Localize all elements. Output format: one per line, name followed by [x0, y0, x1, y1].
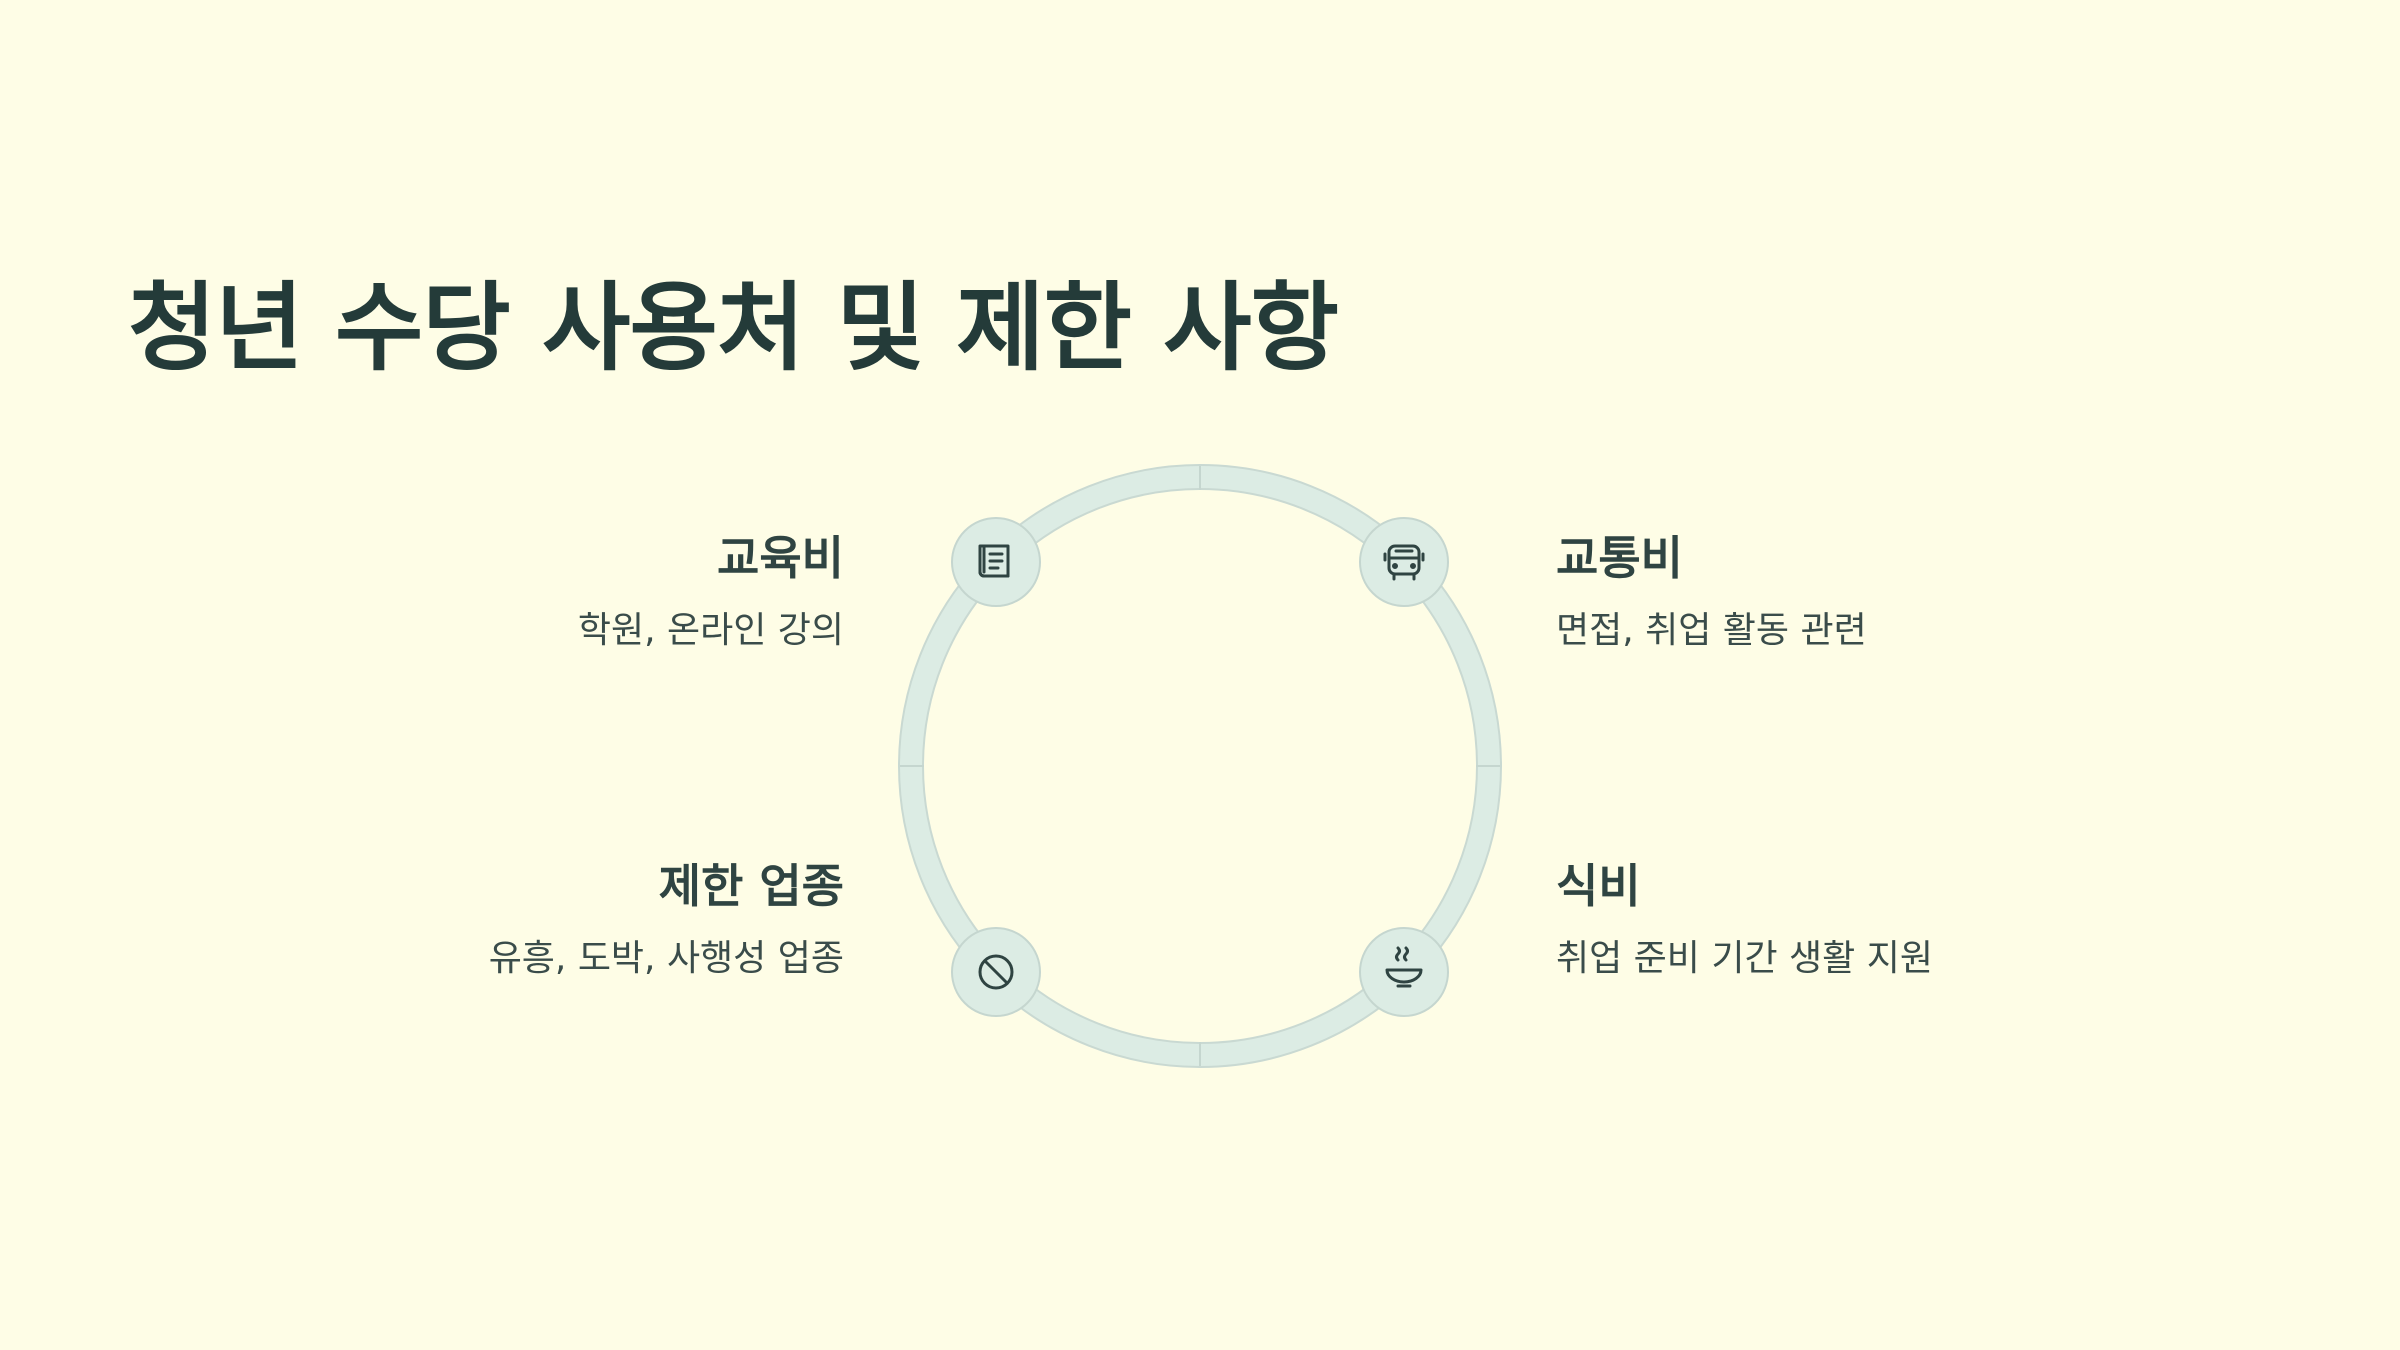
- item-heading: 제한 업종: [658, 859, 844, 913]
- item-description: 취업 준비 기간 생활 지원: [1556, 938, 1933, 979]
- item-transport: 교통비 면접, 취업 활동 관련: [1556, 530, 2116, 654]
- item-description: 면접, 취업 활동 관련: [1556, 610, 1867, 651]
- node-transport: [1359, 517, 1449, 607]
- node-restricted: [951, 927, 1041, 1017]
- node-education: [951, 517, 1041, 607]
- food-bowl-icon: [1385, 946, 1423, 988]
- item-heading: 식비: [1556, 859, 1641, 913]
- prohibited-icon: [978, 954, 1014, 990]
- item-description: 유흥, 도박, 사행성 업종: [488, 938, 844, 979]
- page-title: 청년 수당 사용처 및 제한 사항: [128, 272, 1339, 384]
- bus-icon: [1383, 544, 1425, 581]
- item-food: 식비 취업 준비 기간 생활 지원: [1556, 858, 2116, 982]
- item-heading: 교통비: [1556, 531, 1683, 585]
- node-food: [1359, 927, 1449, 1017]
- item-education: 교육비 학원, 온라인 강의: [284, 530, 844, 654]
- book-icon: [978, 544, 1010, 578]
- item-heading: 교육비: [717, 531, 844, 585]
- item-restricted: 제한 업종 유흥, 도박, 사행성 업종: [284, 858, 844, 982]
- item-description: 학원, 온라인 강의: [577, 610, 844, 651]
